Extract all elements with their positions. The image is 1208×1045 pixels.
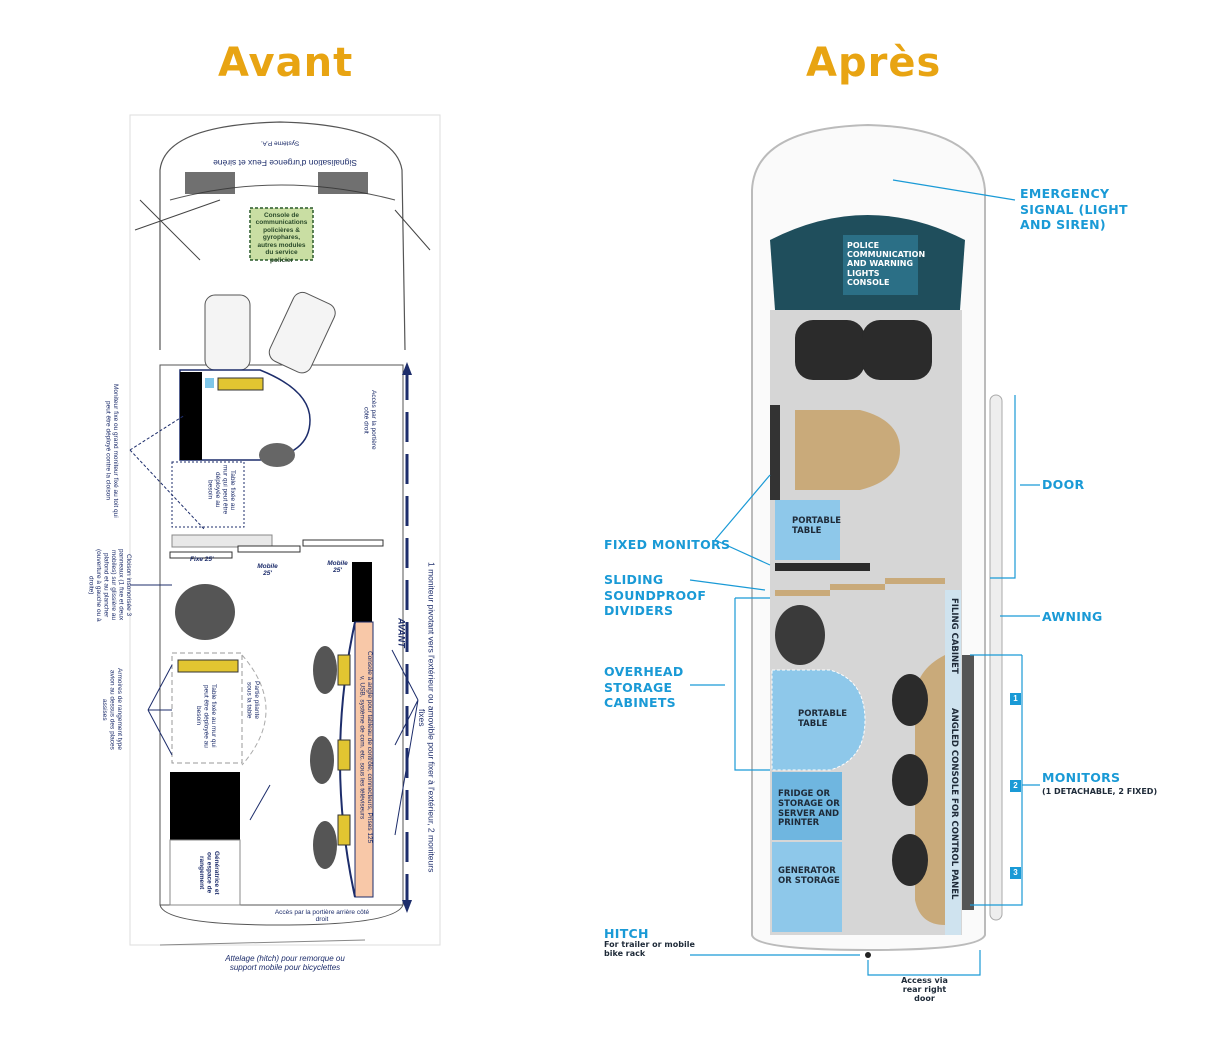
before-van-plan bbox=[129, 114, 441, 946]
after-generator-label: GENERATOR OR STORAGE bbox=[778, 866, 840, 886]
monitor-1-badge: 1 bbox=[1010, 693, 1021, 705]
before-rear-door: Accès par la portière arrière côté droit bbox=[274, 909, 370, 924]
after-monitors-label: MONITORS bbox=[1042, 770, 1121, 785]
monitor-3-badge: 3 bbox=[1010, 867, 1021, 879]
after-emergency-label: EMERGENCY SIGNAL (LIGHT AND SIREN) bbox=[1020, 186, 1128, 233]
before-wall-table-1: Table fixée au mur qui peut être déployé… bbox=[206, 465, 236, 515]
after-portable-table-1: PORTABLE TABLE bbox=[792, 516, 842, 536]
before-angled-console: Console à angle pour tableau de contrôle… bbox=[358, 651, 373, 844]
before-cabinets-note: Armoires de rangement type avion au dess… bbox=[101, 668, 123, 751]
after-fixed-monitors-label: FIXED MONITORS bbox=[604, 537, 731, 552]
after-monitors-sub: (1 DETACHABLE, 2 FIXED) bbox=[1042, 787, 1158, 796]
before-title: Avant bbox=[218, 40, 354, 86]
after-angled-console-label: ANGLED CONSOLE FOR CONTROL PANEL bbox=[948, 708, 959, 900]
before-monitor-note: Moniteur fixe ou grand moniteur fixé au … bbox=[104, 383, 119, 518]
before-monitors-note: 1 moniteur pivotant vers l'extérieur ou … bbox=[416, 562, 437, 873]
before-fixe: Fixe 25' bbox=[190, 556, 214, 563]
before-divider-note: Cloison insonorisée 3 panneaux (1 fixe e… bbox=[87, 548, 132, 622]
after-filing-label: FILING CABINET bbox=[948, 598, 959, 674]
before-generator: Génératrice et ou espace de rangement bbox=[198, 850, 220, 895]
after-door-label: DOOR bbox=[1042, 477, 1085, 492]
before-folding: Partie pliante sous la table bbox=[245, 681, 260, 719]
after-hitch-label: HITCH bbox=[604, 926, 649, 941]
after-hitch-sub: For trailer or mobile bike rack bbox=[604, 940, 695, 959]
before-side-door: Accès par la portière côté droit bbox=[362, 390, 377, 450]
after-portable-table-2: PORTABLE TABLE bbox=[798, 709, 848, 729]
after-fridge-label: FRIDGE OR STORAGE OR SERVER AND PRINTER bbox=[778, 789, 840, 829]
after-dividers-label: SLIDING SOUNDPROOF DIVIDERS bbox=[604, 572, 707, 619]
after-console-label: POLICE COMMUNICATION AND WARNING LIGHTS … bbox=[847, 241, 926, 287]
after-awning-label: AWNING bbox=[1042, 609, 1103, 624]
after-title: Après bbox=[806, 40, 942, 86]
after-rear-access: Access via rear right door bbox=[901, 976, 948, 1004]
monitor-2-badge: 2 bbox=[1010, 780, 1021, 792]
after-cabinets-label: OVERHEAD STORAGE CABINETS bbox=[604, 664, 684, 711]
before-front-label: AVANT bbox=[396, 618, 407, 648]
before-mobile-1: Mobile 25' bbox=[257, 563, 278, 578]
before-mobile-2: Mobile 25' bbox=[327, 560, 348, 575]
before-console-label: Console de communications policières & g… bbox=[255, 212, 308, 264]
before-wall-table-2: Table fixée au mur qui peut être déployé… bbox=[195, 684, 217, 748]
before-hitch: Attelage (hitch) pour remorque ou suppor… bbox=[225, 954, 345, 973]
